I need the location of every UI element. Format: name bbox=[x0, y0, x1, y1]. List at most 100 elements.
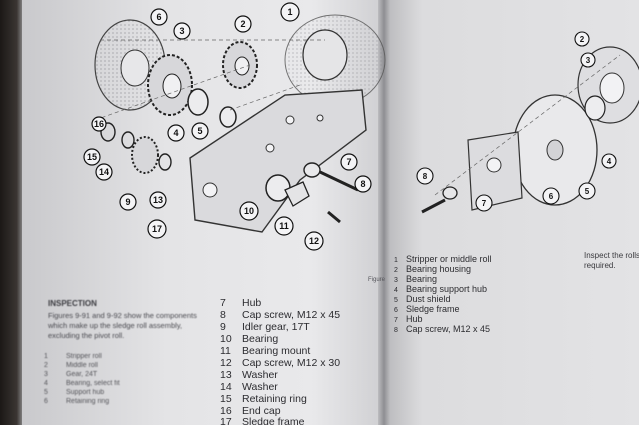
bearing-3 bbox=[584, 95, 606, 121]
bearing-4 bbox=[187, 88, 209, 116]
callout-2: 2 bbox=[234, 15, 252, 33]
hub bbox=[303, 162, 321, 178]
callout-12: 12 bbox=[304, 231, 324, 251]
callout-15: 15 bbox=[83, 148, 101, 166]
side-note-1: Inspect the rolls bbox=[584, 251, 639, 260]
callout-5: 5 bbox=[191, 122, 209, 140]
callout-6: 6 bbox=[150, 8, 168, 26]
callout-16: 16 bbox=[91, 116, 107, 132]
callout-17: 17 bbox=[147, 219, 167, 239]
svg-text:5: 5 bbox=[197, 126, 202, 136]
callout-r-2: 2 bbox=[574, 31, 590, 47]
bearing-housing-bore bbox=[599, 72, 625, 104]
svg-text:8: 8 bbox=[360, 179, 365, 189]
svg-text:3: 3 bbox=[586, 56, 591, 65]
callout-3: 3 bbox=[173, 22, 191, 40]
callout-11: 11 bbox=[274, 216, 294, 236]
small-gear bbox=[131, 136, 159, 174]
callout-r-4: 4 bbox=[601, 153, 617, 169]
svg-text:1: 1 bbox=[287, 7, 292, 17]
retaining-ring bbox=[158, 153, 172, 171]
frame-hole bbox=[316, 114, 324, 122]
end-cap-hub bbox=[120, 49, 150, 87]
support-hub bbox=[219, 106, 237, 128]
callout-r-6: 6 bbox=[542, 187, 560, 205]
cap-screw-m12x45 bbox=[319, 170, 359, 192]
callout-14: 14 bbox=[95, 163, 113, 181]
callout-r-8: 8 bbox=[416, 167, 434, 185]
svg-text:13: 13 bbox=[153, 195, 163, 205]
svg-text:4: 4 bbox=[607, 157, 612, 166]
frame-hole bbox=[202, 182, 218, 198]
washer bbox=[100, 122, 116, 142]
callout-r-7: 7 bbox=[475, 194, 493, 212]
svg-text:2: 2 bbox=[580, 35, 585, 44]
svg-text:12: 12 bbox=[309, 236, 319, 246]
svg-text:10: 10 bbox=[244, 206, 254, 216]
svg-text:17: 17 bbox=[152, 224, 162, 234]
svg-text:5: 5 bbox=[585, 187, 590, 196]
svg-text:15: 15 bbox=[87, 152, 97, 162]
svg-text:7: 7 bbox=[346, 157, 351, 167]
svg-text:2: 2 bbox=[240, 19, 245, 29]
svg-text:6: 6 bbox=[156, 12, 161, 22]
svg-text:9: 9 bbox=[125, 197, 130, 207]
svg-text:6: 6 bbox=[549, 192, 554, 201]
callout-10: 10 bbox=[239, 201, 259, 221]
inspection-heading: INSPECTION bbox=[48, 299, 97, 308]
roll-gear-face bbox=[302, 29, 348, 81]
frame-hole bbox=[265, 143, 275, 153]
sledge-frame bbox=[189, 89, 367, 233]
svg-text:11: 11 bbox=[279, 221, 289, 231]
svg-text:3: 3 bbox=[179, 26, 184, 36]
hub-right bbox=[442, 186, 458, 200]
svg-text:16: 16 bbox=[94, 119, 104, 129]
cap-screw-m12x30 bbox=[327, 210, 341, 224]
svg-text:14: 14 bbox=[99, 167, 109, 177]
callout-9: 9 bbox=[119, 193, 137, 211]
svg-text:7: 7 bbox=[482, 199, 487, 208]
inspection-text: Figures 9-91 and 9-92 show the component… bbox=[48, 311, 197, 340]
idler-gear-bore bbox=[234, 56, 250, 76]
callout-r-5: 5 bbox=[578, 182, 596, 200]
callout-r-3: 3 bbox=[580, 52, 596, 68]
book-edge bbox=[0, 0, 24, 425]
svg-text:8: 8 bbox=[423, 172, 428, 181]
callout-1: 1 bbox=[280, 2, 300, 22]
callout-4: 4 bbox=[167, 124, 185, 142]
center-line bbox=[229, 84, 301, 111]
side-note-2: required. bbox=[584, 261, 616, 270]
svg-text:4: 4 bbox=[173, 128, 178, 138]
callout-13: 13 bbox=[149, 191, 167, 209]
book-gutter bbox=[378, 0, 390, 425]
gear-24t-bore bbox=[162, 73, 182, 99]
figure-tag: Figure bbox=[368, 277, 386, 283]
